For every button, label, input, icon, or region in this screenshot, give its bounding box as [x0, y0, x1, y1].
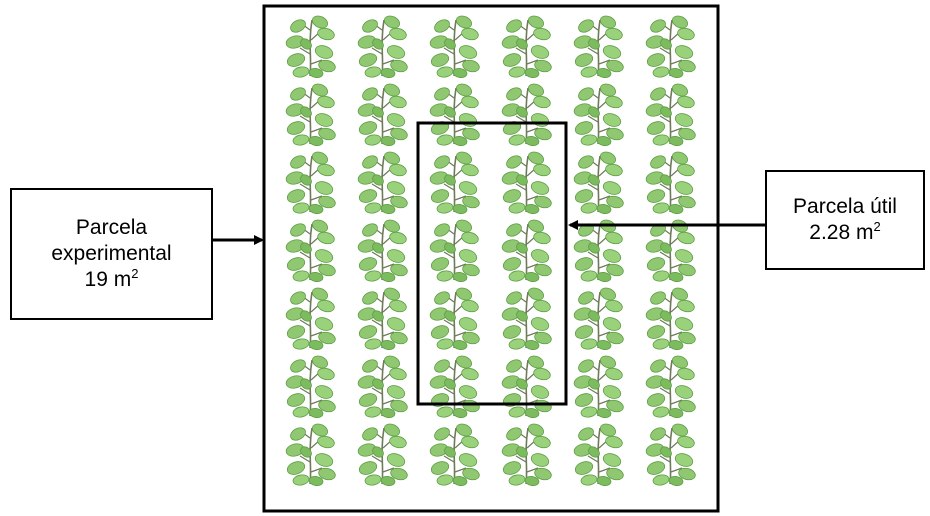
experimental-plot-label: Parcela experimental 19 m2 [10, 188, 213, 320]
experimental-area-number: 19 m [85, 268, 132, 291]
experimental-label-line2: experimental [51, 241, 171, 267]
experimental-area-exponent: 2 [131, 266, 138, 281]
useful-area-exponent: 2 [873, 219, 880, 234]
experimental-area-value: 19 m2 [85, 267, 139, 293]
useful-area-number: 2.28 m [809, 221, 873, 244]
useful-area-value: 2.28 m2 [809, 220, 880, 246]
useful-plot-label: Parcela útil 2.28 m2 [765, 170, 925, 270]
useful-label-line1: Parcela útil [793, 194, 897, 220]
experimental-label-line1: Parcela [76, 215, 147, 241]
